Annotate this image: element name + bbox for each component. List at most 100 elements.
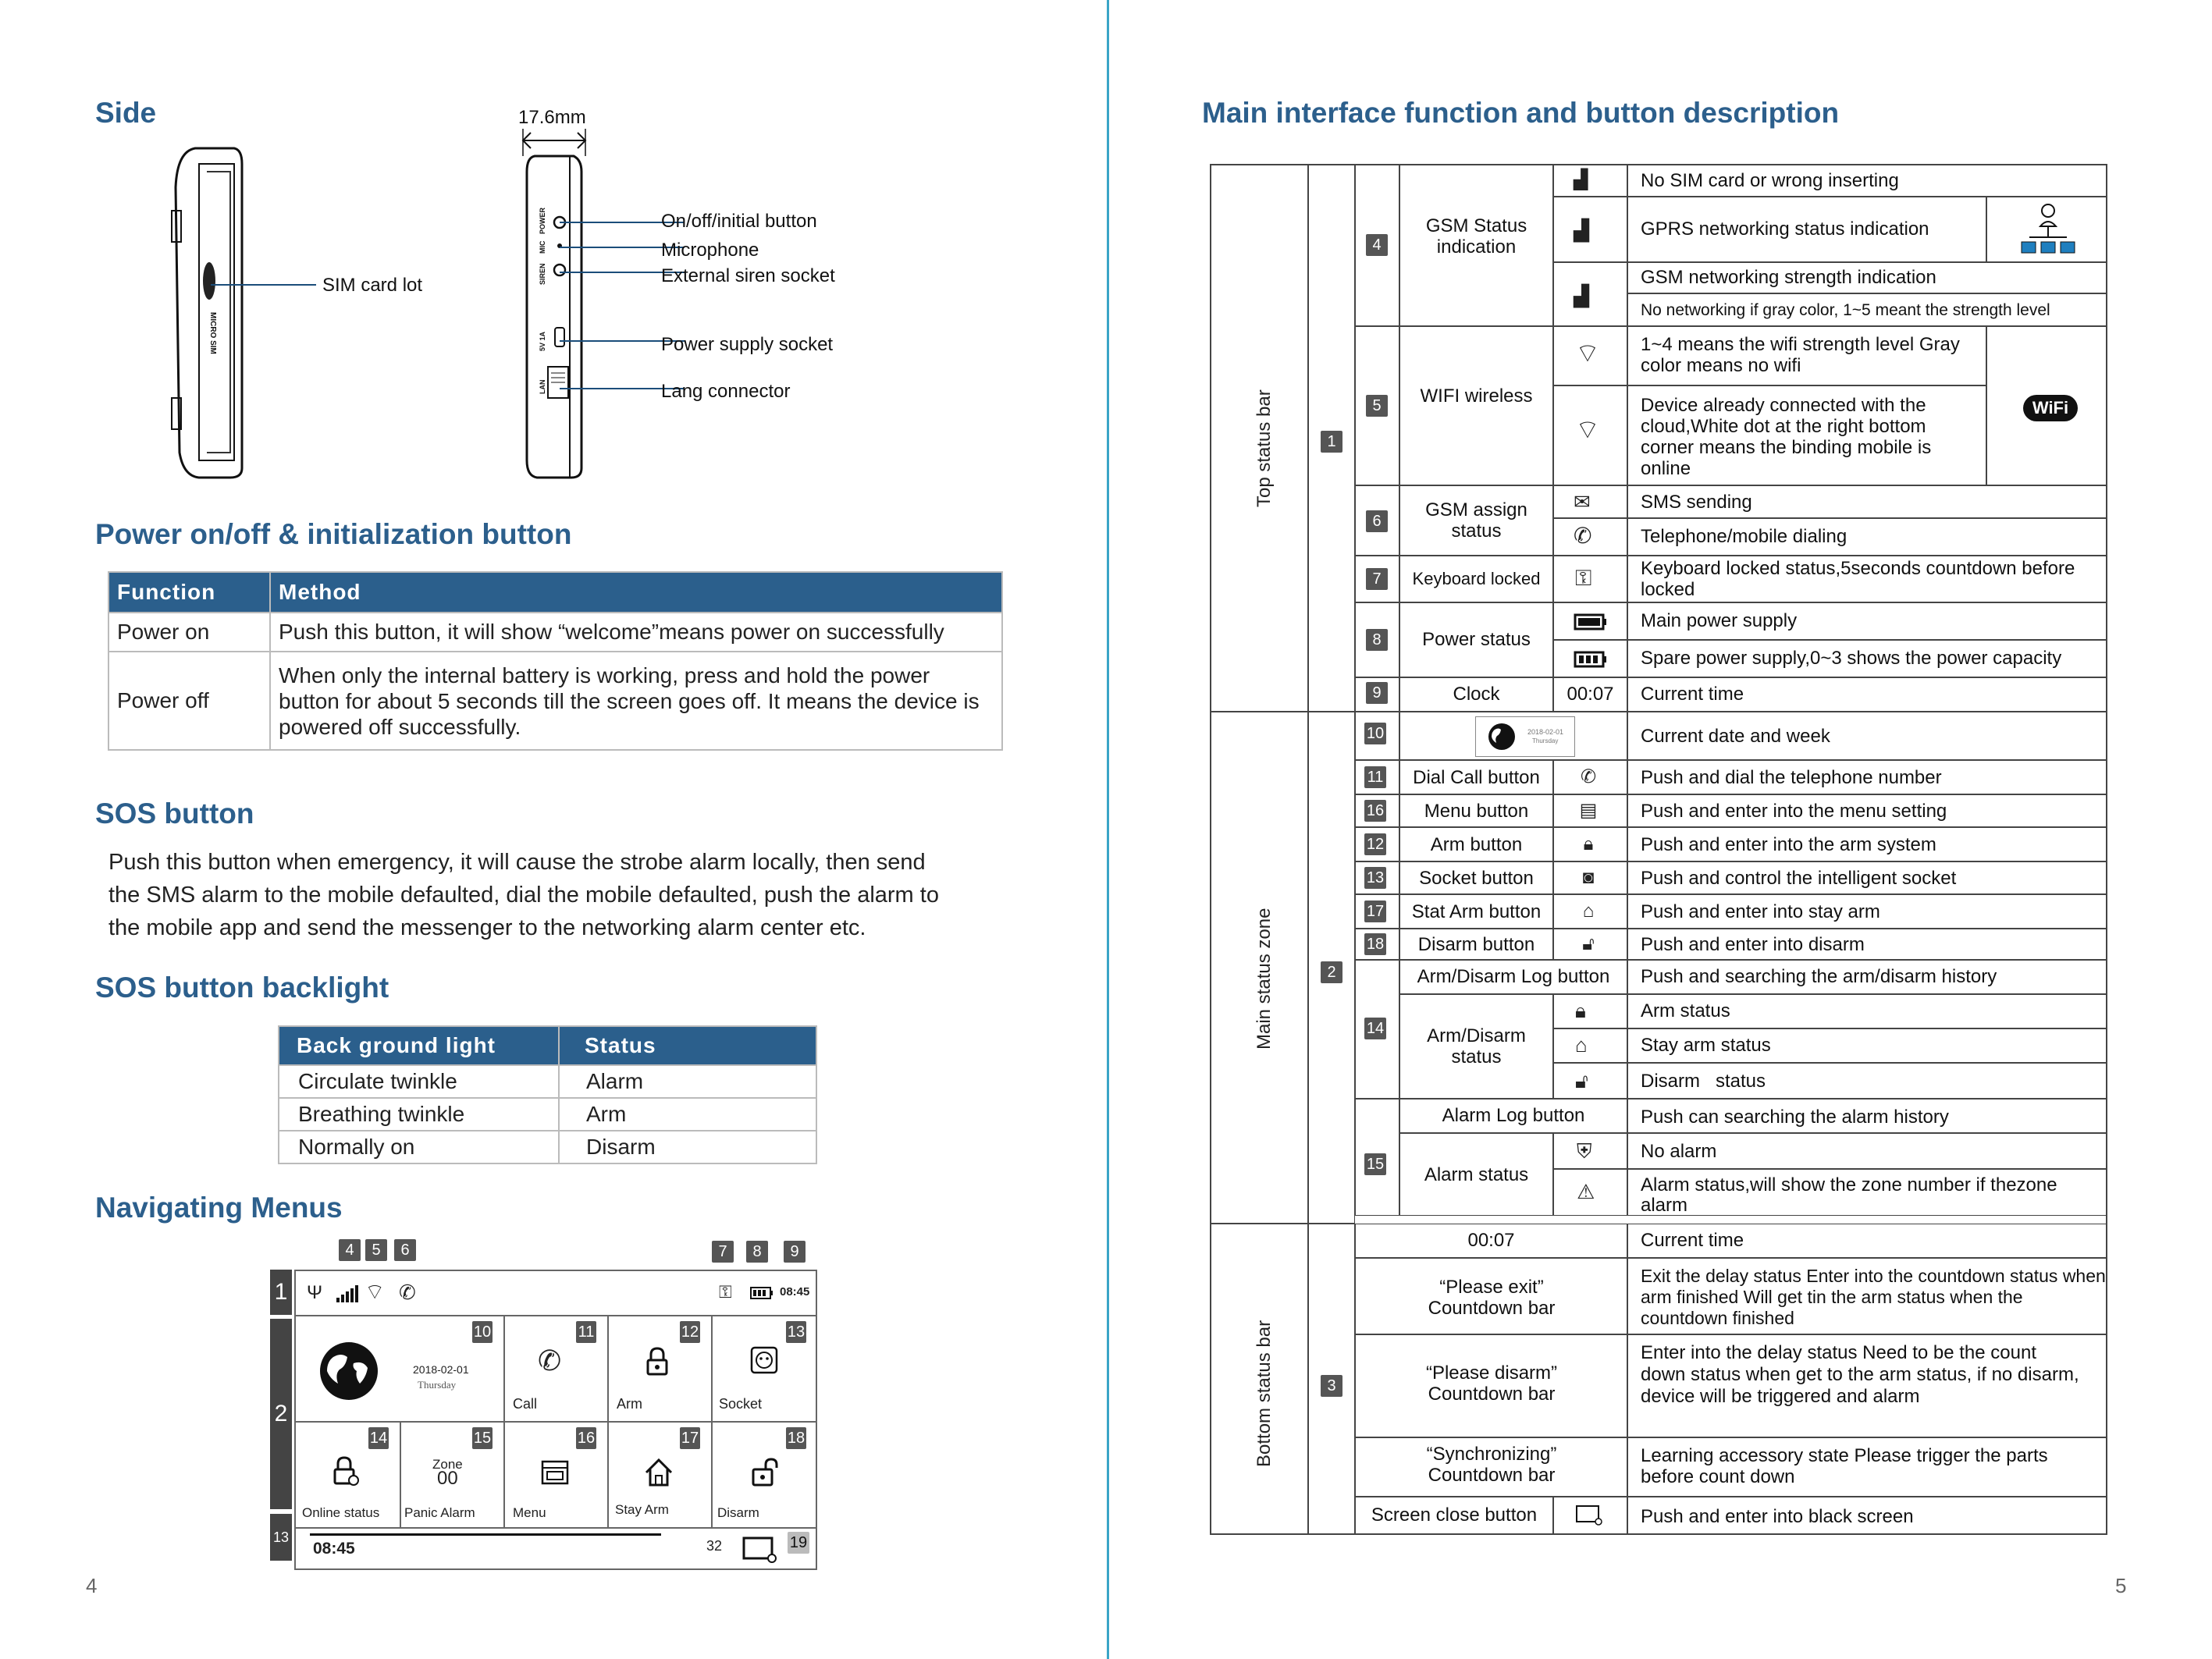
row-cell [1355,894,1399,929]
keyboard-desc: Keyboard locked status,5seconds countdow… [1641,558,2075,600]
menu-tile[interactable]: 16 Menu [503,1421,609,1529]
mic-text: MIC [539,240,546,254]
bl-light: Breathing twinkle [278,1097,560,1131]
power-off-method: When only the internal battery is workin… [269,651,1003,751]
power-table: Function Method Power on Push this butto… [108,571,1003,751]
online-status-tile[interactable]: 14 Online status [296,1421,401,1529]
row-desc: Push and enter into stay arm [1641,901,1880,922]
backlight-table: Back ground light Status Circulate twink… [278,1025,817,1164]
row-num: 16 [1364,800,1386,822]
power-off-label: Power off [108,651,271,751]
bl-status: Disarm [558,1130,817,1164]
wifi-icon: ⌔ [365,1280,386,1304]
sms-icon: ✉ [1574,490,1591,513]
socket-tile[interactable]: 13 Socket [711,1315,816,1423]
spare-battery-icon [1574,651,1606,668]
date-week-thumbnail: 2018-02-01 Thursday [1475,716,1575,757]
lock-log-icon [333,1456,359,1486]
header-status: Status [558,1025,817,1066]
power-desc-1: Spare power supply,0~3 shows the power c… [1641,648,2062,669]
bottom-time-desc: Current time [1641,1230,1744,1251]
zone-label: Zone [432,1457,463,1472]
alarm-log-label: Alarm Log button [1442,1105,1585,1126]
alarm-log-desc: Push can searching the alarm history [1641,1107,1949,1128]
screen-bottom-bar: 08:45 32 19 [296,1527,816,1568]
panic-alarm-tile[interactable]: 15 Zone 00 Panic Alarm [400,1421,505,1529]
nav-title: Navigating Menus [95,1192,343,1224]
row-cell [1355,794,1399,827]
clock-label: Clock [1453,684,1500,705]
tile-num: 16 [576,1427,596,1449]
row-desc: Push and control the intelligent socket [1641,867,1957,889]
wifi-desc-0: 1~4 means the wifi strength level Gray c… [1641,334,1960,376]
pointer-line [560,388,685,389]
label-lang: Lang connector [661,381,791,402]
clock-desc: Current time [1641,684,1744,705]
bottom-time: 08:45 [313,1540,355,1558]
pointer-line [560,272,685,273]
sos-text-line: the SMS alarm to the mobile defaulted, d… [108,883,939,908]
power-label: Power status [1422,629,1531,650]
row-cell [1399,894,1553,929]
tile-num: 10 [472,1321,493,1343]
row-cell [1553,929,1627,960]
bottom-time-label: 00:07 [1467,1230,1515,1251]
row-cell [1553,827,1627,861]
micro-sim-text: MICRO SIM [208,312,217,354]
main-battery-icon [1574,613,1606,631]
alarm-siren-icon: ⚠ [1577,1180,1595,1203]
bl-light: Normally on [278,1130,560,1164]
label-power-socket: Power supply socket [661,334,834,355]
page-number-right: 5 [2115,1574,2127,1597]
5v-text: 5V 1A [539,331,546,351]
callout-4: 4 [339,1239,361,1261]
arm-tile[interactable]: 12 Arm [607,1315,713,1423]
num-8: 8 [1366,629,1388,651]
pointer-line [560,247,685,248]
battery-icon [750,1287,773,1299]
sync-desc: Learning accessory state Please trigger … [1641,1445,2048,1487]
row-desc: Push and enter into the menu setting [1641,800,1947,822]
home-icon: ⌂ [1582,901,1595,922]
screen-close-icon[interactable] [742,1535,778,1563]
power-on-method: Push this button, it will show “welcome”… [269,612,1003,652]
disarm-countdown-label: “Please disarm” Countdown bar [1425,1362,1558,1405]
thumb-weekday: Thursday [1532,737,1559,744]
gsm-desc-2: GSM networking strength indication [1641,267,1936,288]
screen-status-bar: Ψ ⌔ ✆ ⚿ 08:45 [296,1271,816,1316]
unlock-icon [752,1458,778,1487]
device-screen: Ψ ⌔ ✆ ⚿ 08:45 10 2018-02-01 Thursday 11 … [294,1270,817,1570]
row-cell [1355,760,1399,794]
alarm-desc-1: Alarm status,will show the zone number i… [1641,1174,2057,1216]
sos-title: SOS button [95,798,254,830]
disarm-countdown-desc: Enter into the delay status Need to be t… [1641,1342,2079,1407]
stay-arm-tile[interactable]: 17 Stay Arm [607,1421,713,1529]
callout-5: 5 [365,1239,387,1261]
row-cell [1399,794,1553,827]
row-cell [1399,827,1553,861]
row-num: 12 [1364,833,1386,855]
device-side-right-illustration: POWER MIC SIREN 5V 1A LAN [521,129,587,479]
row-cell [1553,760,1627,794]
section-num-1: 1 [1321,431,1342,453]
arm-status-icon: 🔒︎ [1575,999,1586,1022]
alarm-status-label: Alarm status [1424,1164,1529,1185]
signal-icon [336,1285,358,1302]
tile-num: 17 [680,1427,700,1449]
num-9: 9 [1366,682,1388,704]
disarm-tile[interactable]: 18 Disarm [711,1421,816,1529]
row-cell [1627,894,2107,929]
bl-light: Circulate twinkle [278,1064,560,1099]
callout-7: 7 [712,1241,734,1263]
shield-icon: ⛨ [1577,1139,1592,1163]
no-sim-icon: ▟ [1574,169,1588,190]
row-num: 11 [1364,766,1386,788]
keyboard-label: Keyboard locked [1412,569,1541,588]
call-tile[interactable]: 11 ✆ Call [503,1315,609,1423]
row-cell [1399,861,1553,894]
tile-num: 11 [576,1321,596,1343]
lock-icon [646,1347,668,1376]
num-10: 10 [1364,723,1386,744]
socket-icon: ◙ [1582,867,1595,888]
assign-desc-1: Telephone/mobile dialing [1641,526,1847,547]
